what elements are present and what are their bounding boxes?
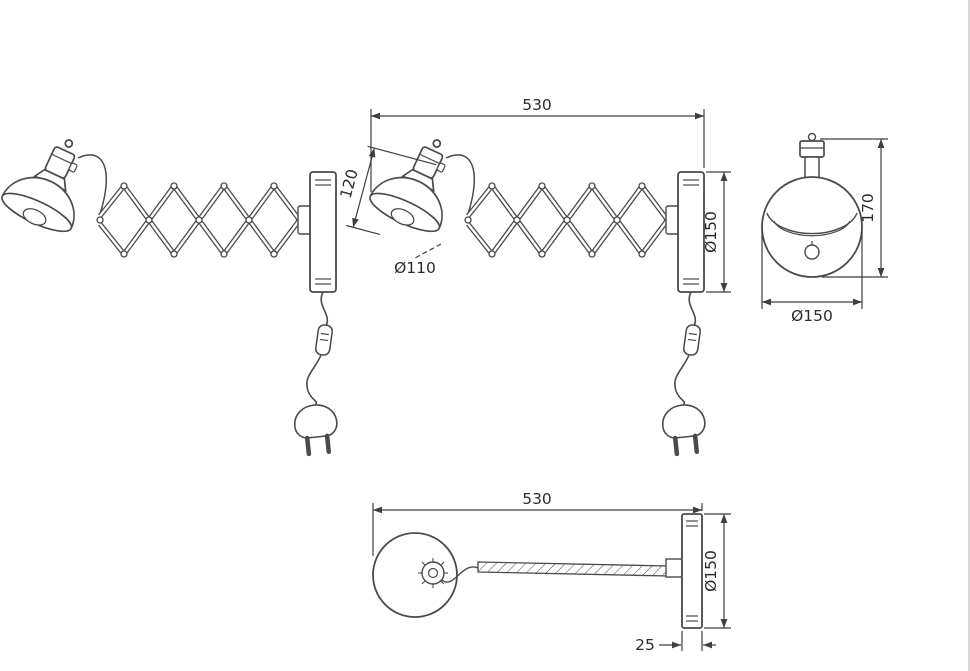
- top-bracket: [665, 558, 683, 578]
- dim-label-side-shade-diameter: Ø150: [791, 307, 833, 325]
- top-plate: [681, 513, 703, 629]
- dimensions-front: 530 120 Ø110 Ø150: [337, 96, 731, 293]
- reflector-arc: [766, 212, 858, 235]
- dim-label-shade-diameter: Ø110: [394, 259, 436, 277]
- side-neck: [804, 156, 820, 180]
- dim-label-backplate-depth: 25: [635, 636, 655, 654]
- top-arm-folded: [477, 561, 669, 577]
- dim-top-backplate-height: Ø150: [702, 513, 731, 629]
- view-top: 530 Ø150 25: [372, 490, 731, 654]
- top-wire: [441, 566, 479, 583]
- view-side-profile: 170 Ø150: [761, 132, 888, 325]
- reflector-arc-inner: [773, 220, 851, 237]
- top-shade: [372, 532, 458, 618]
- side-shade-outline: [761, 176, 863, 278]
- dim-label-backplate-height: Ø150: [702, 211, 720, 253]
- dim-label-shade-height: 120: [337, 167, 362, 200]
- dim-top-overall-width: 530: [372, 490, 703, 556]
- dimensions-top: 530 Ø150 25: [372, 490, 731, 654]
- side-lamp: [761, 132, 863, 278]
- dim-side-shade-diameter: Ø150: [761, 231, 863, 325]
- view-front-extended: [0, 124, 340, 455]
- dim-label-top-overall-width: 530: [522, 490, 552, 508]
- dim-label-overall-width: 530: [522, 96, 552, 114]
- dim-backplate-height: Ø150: [702, 171, 731, 293]
- side-socket: [799, 140, 825, 158]
- side-bulb: [804, 244, 820, 260]
- dimensions-side: 170 Ø150: [761, 138, 888, 325]
- dim-shade-diameter: Ø110: [394, 243, 442, 277]
- top-knob: [421, 561, 445, 585]
- dim-overall-height: 170: [820, 138, 888, 278]
- view-front-dimensioned: 530 120 Ø110 Ø150: [337, 96, 731, 455]
- top-knob-teeth: [418, 558, 448, 588]
- top-lamp: [372, 513, 703, 629]
- dim-label-overall-height: 170: [859, 193, 877, 223]
- dim-backplate-depth: 25: [635, 631, 716, 654]
- dim-label-top-backplate-height: Ø150: [702, 550, 720, 592]
- dim-overall-width: 530: [370, 96, 705, 192]
- side-knob: [807, 132, 817, 142]
